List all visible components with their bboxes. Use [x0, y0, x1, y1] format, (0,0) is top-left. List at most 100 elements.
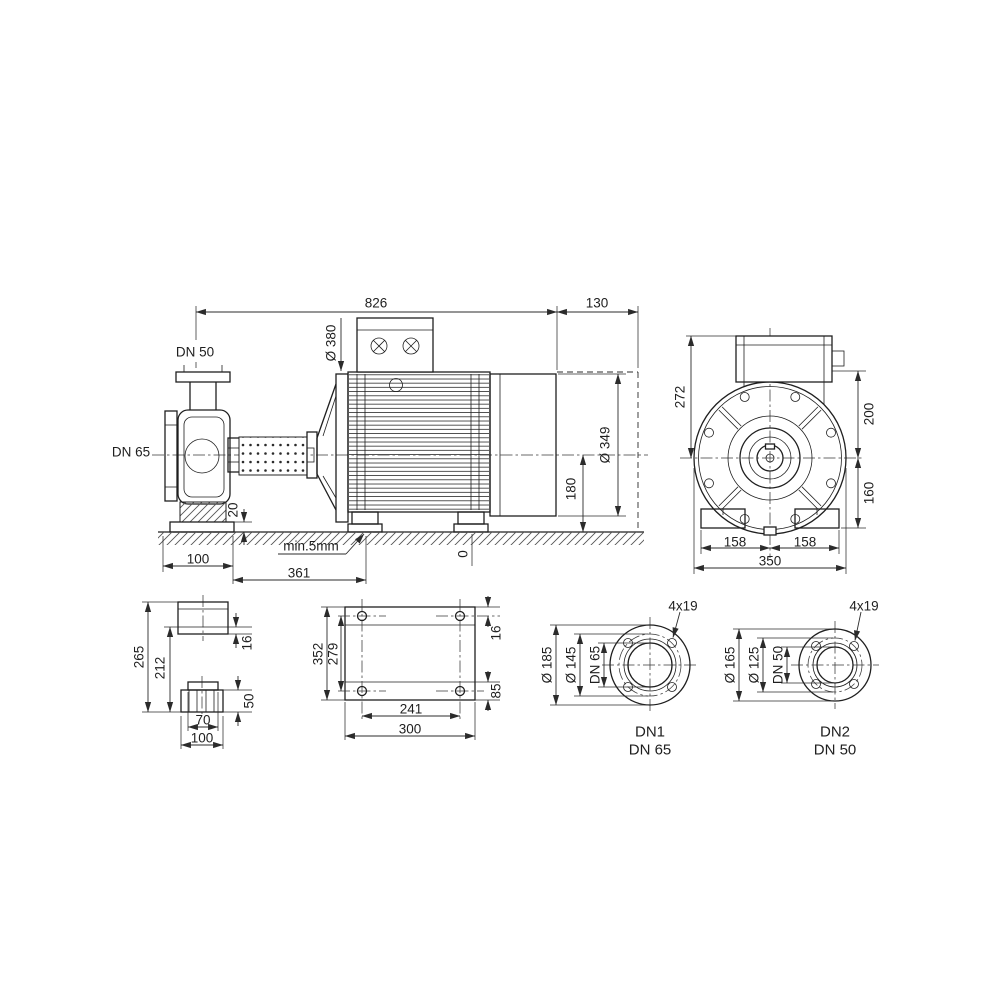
ground: [158, 531, 644, 545]
terminal-box-screw: [402, 337, 420, 355]
dim-165-label: Ø 165: [723, 647, 738, 684]
dim-265-label: 265: [132, 646, 147, 669]
grout-note-label: min.5mm: [283, 539, 339, 554]
motor-cooling-fins: [349, 374, 489, 510]
pump-foot-detail: 265 212 16 50 70: [132, 595, 257, 749]
pump-casing: [177, 409, 231, 505]
dim-145-label: Ø 145: [564, 647, 579, 684]
dim-0-label: 0: [456, 550, 471, 558]
dim-flange2-bore: DN 50: [771, 646, 833, 684]
dim-foot-plate-thickness: 16: [228, 613, 255, 651]
baseplate-hole: [356, 685, 368, 697]
flange-bolt-hole: [667, 638, 677, 648]
dim-826-label: 826: [365, 296, 388, 311]
foot-stem: [187, 681, 219, 691]
grout-note: min.5mm: [278, 533, 365, 555]
dim-279-label: 279: [326, 643, 341, 666]
dim-foot-overall-height: 265: [132, 601, 181, 713]
dim-300-label: 300: [399, 722, 422, 737]
dim-180-label: 180: [564, 478, 579, 501]
pump-foot-plate: [169, 521, 235, 533]
coupling-guard: [238, 436, 308, 476]
dim-4x19-dn1-label: 4x19: [668, 599, 697, 614]
dim-185-label: Ø 185: [540, 647, 555, 684]
terminal-box-screw: [370, 337, 388, 355]
dim-380-label: Ø 380: [324, 325, 339, 362]
dim-baseplate-overall-length: 352: [311, 606, 345, 701]
dim-foot-spacing: 361: [232, 536, 367, 584]
dim-flange2-bolt-circle: Ø 125: [747, 637, 833, 693]
baseplate-detail: 352 279 16 85 241 300: [311, 596, 504, 740]
flange2-caption-line1: DN2: [820, 724, 850, 741]
dim-terminal-box-height: 200: [832, 370, 877, 459]
dim-overall-length: 826: [195, 296, 558, 370]
dim-foot-height: 160: [841, 457, 877, 529]
dim-flange2-outer: Ø 165: [723, 628, 833, 702]
motor-ribs: [718, 406, 822, 510]
datum-mark: 0: [456, 534, 473, 566]
dim-dn65-label: DN 65: [588, 646, 603, 684]
dim-foot-base-width: 100: [180, 716, 224, 749]
dim-shaft-height: 180: [564, 454, 587, 533]
dim-352-label: 352: [311, 643, 326, 666]
dim-foot-plate-thickness: 20: [226, 502, 252, 545]
lifting-eyebolt: [389, 378, 403, 392]
motor-feet-end: [700, 508, 840, 529]
dim-flange1-bore: DN 65: [588, 642, 648, 688]
flange1-caption-line2: DN 65: [629, 742, 672, 759]
discharge-flange-label: DN 50: [176, 345, 214, 360]
terminal-box-end: [735, 335, 845, 405]
discharge-flange: [175, 371, 231, 383]
flange-bolt-hole: [849, 679, 859, 689]
impeller-outline: [184, 438, 220, 474]
flange-spigot-circle: [727, 415, 813, 501]
dim-349-label: Ø 349: [598, 427, 613, 464]
dim-70-label: 70: [195, 713, 210, 728]
dim-foot-half-spans: 158 158: [700, 530, 840, 554]
dim-foot-offset: 100: [162, 536, 234, 584]
flange-dn2-detail: 4x19 Ø 165 Ø 125 DN 50 DN2 DN 50: [723, 599, 879, 759]
end-view: 272 200 160 158 158 350: [673, 328, 877, 574]
suction-flange-label: DN 65: [112, 445, 150, 460]
dim-baseplate-hole-pitch-width: 241: [361, 702, 461, 720]
dim-160-label: 160: [862, 482, 877, 505]
dim-flange1-bolt-circle: Ø 145: [564, 633, 648, 697]
flange-outer-circle: [798, 628, 872, 702]
motor-rear-foot: [457, 511, 485, 525]
dim-361-label: 361: [288, 566, 311, 581]
motor-unit: [335, 317, 639, 533]
bearing-housing-circle: [739, 427, 801, 489]
center-hole: [765, 453, 775, 463]
dim-16-baseplate-label: 16: [489, 625, 504, 640]
pump-unit: [164, 365, 337, 533]
foot-base: [180, 689, 224, 713]
dim-baseplate-hole-edge: 16: [475, 596, 504, 641]
dim-overall-width: 350: [693, 468, 847, 574]
dim-4x19-dn2-label: 4x19: [849, 599, 878, 614]
dim-212-label: 212: [153, 657, 168, 680]
baseplate-hole: [454, 685, 466, 697]
dim-flange1-outer: Ø 185: [540, 624, 648, 706]
flange-bolt-hole: [811, 679, 821, 689]
dim-85-label: 85: [489, 683, 504, 698]
suction-flange: [164, 410, 178, 502]
flange2-caption-line2: DN 50: [814, 742, 857, 759]
baseplate-hole: [454, 610, 466, 622]
dim-20-label: 20: [226, 502, 241, 517]
dim-100-foot-label: 100: [191, 731, 214, 746]
dim-241-label: 241: [400, 702, 423, 717]
dim-50-label: 50: [242, 693, 257, 708]
pump-pedestal: [179, 501, 227, 523]
dim-350-label: 350: [759, 554, 782, 569]
motor-front-foot: [351, 511, 379, 525]
bolt-circle: [807, 637, 863, 693]
keyway: [764, 443, 776, 450]
foot-section: [177, 601, 229, 635]
dim-272-label: 272: [673, 386, 688, 409]
dim-height-above-centerline: 272: [673, 335, 736, 459]
ground-hatch: [158, 532, 644, 545]
flange-bore: [627, 642, 673, 688]
side-view: 826 130 DN 50 DN 65 Ø 380 Ø 349 180: [112, 296, 648, 584]
bolt-hole-callout: 4x19: [849, 599, 879, 641]
